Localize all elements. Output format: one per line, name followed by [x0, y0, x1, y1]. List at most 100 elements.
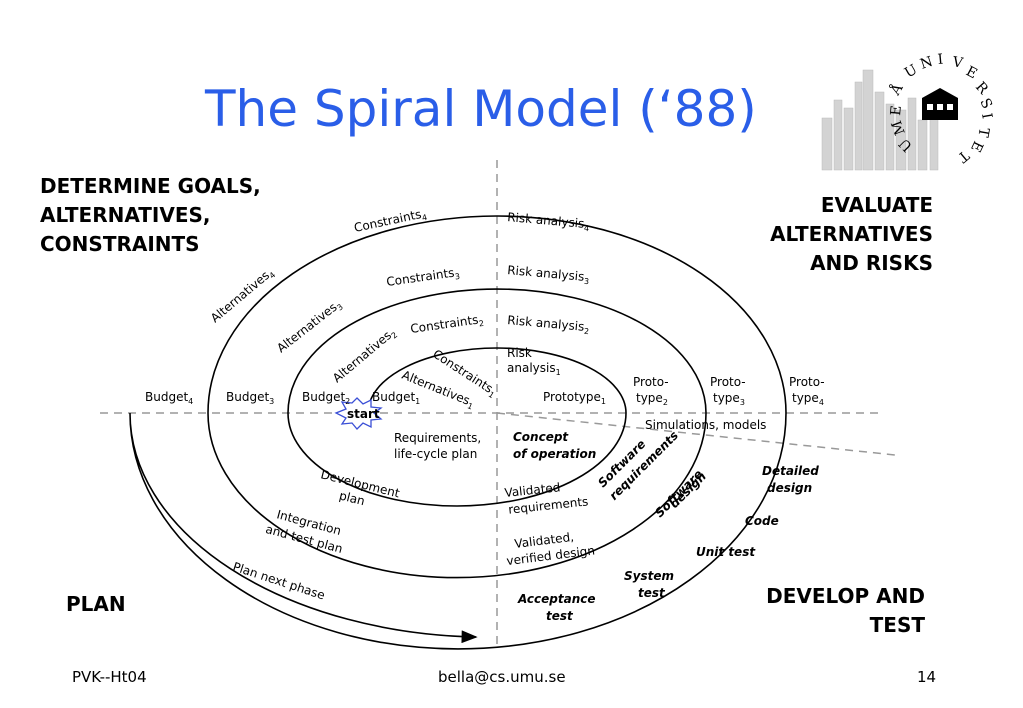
university-logo: U N I V E R S I T E T Å E M U — [821, 52, 995, 171]
constraints-text: Constraints — [409, 313, 479, 336]
logo-letter: T — [974, 126, 991, 139]
logo-letter: N — [918, 54, 935, 73]
text-line: life-cycle plan — [394, 447, 477, 461]
quadrant-line: CONSTRAINTS — [40, 232, 200, 256]
quadrant-line: TEST — [869, 613, 925, 637]
logo-letter: I — [978, 112, 995, 120]
text-line: Concept — [513, 430, 569, 444]
quadrant-line: ALTERNATIVES, — [40, 203, 211, 227]
risk-sub: 1 — [556, 368, 561, 377]
risk-sub: 4 — [584, 224, 590, 233]
budget-3: Budget3 — [226, 390, 274, 406]
risk-analysis-3: Risk analysis3 — [507, 263, 590, 286]
footer-course-code: PVK--Ht04 — [72, 668, 147, 686]
quadrant-line: AND RISKS — [810, 251, 933, 275]
quadrant-line: PLAN — [66, 592, 126, 616]
text-line: Detailed — [762, 464, 819, 478]
prototype-4: Proto- type4 — [789, 375, 825, 407]
constraints-sub: 3 — [454, 272, 460, 282]
text-line: test — [638, 586, 666, 600]
budget-1: Budget1 — [372, 390, 420, 406]
acceptance-test: Acceptance test — [517, 592, 596, 623]
footer-email: bella@cs.umu.se — [438, 668, 566, 686]
prototype-line1: Proto- — [789, 375, 825, 389]
prototype-line1: Proto- — [710, 375, 746, 389]
prototype-line1: Proto- — [633, 375, 669, 389]
prototype-text: Prototype — [543, 390, 601, 404]
budget-text: Budget — [302, 390, 345, 404]
city-skyline-icon — [821, 69, 939, 171]
validated-requirements: Validated requirements — [504, 480, 589, 516]
text-line: design — [767, 481, 812, 495]
logo-letter: I — [937, 52, 944, 68]
logo-letter: M — [889, 118, 909, 137]
text-line: Acceptance — [517, 592, 596, 606]
constraints-4: Constraints4 — [353, 207, 428, 235]
concept-of-operation: Concept of operation — [513, 430, 596, 461]
risk-text: Risk analysis — [507, 210, 585, 231]
text-line: plan — [338, 488, 367, 508]
prototype-3: Proto- type3 — [710, 375, 746, 407]
constraints-sub: 4 — [421, 213, 428, 223]
diagonal-axis — [496, 412, 896, 456]
alternatives-sub: 1 — [466, 401, 474, 411]
svg-text:type3: type3 — [713, 391, 745, 407]
budget-4: Budget4 — [145, 390, 193, 406]
svg-text:analysis1: analysis1 — [507, 361, 561, 377]
quadrant-label-evaluate: EVALUATE ALTERNATIVES AND RISKS — [770, 191, 933, 278]
constraints-sub: 1 — [487, 390, 496, 400]
prototype-sub: 1 — [601, 397, 606, 406]
budget-sub: 2 — [345, 397, 350, 406]
text-line: Validated — [504, 480, 561, 500]
text-line: test — [546, 609, 574, 623]
quadrant-label-determine-goals: DETERMINE GOALS, ALTERNATIVES, CONSTRAIN… — [40, 172, 261, 259]
svg-text:Risk analysis2: Risk analysis2 — [507, 313, 590, 336]
constraints-text: Constraints — [385, 266, 455, 289]
prototype-2: Proto- type2 — [633, 375, 669, 407]
prototype-sub: 4 — [819, 398, 824, 407]
text-line: Requirements, — [394, 431, 481, 445]
prototype-sub: 3 — [740, 398, 745, 407]
svg-text:Risk analysis3: Risk analysis3 — [507, 263, 590, 286]
detailed-design: Detailed design — [762, 464, 819, 495]
risk-analysis-4: Risk analysis4 — [507, 210, 590, 233]
page-title: The Spiral Model (‘88) — [205, 80, 757, 138]
integration-plan: Integration and test plan — [264, 507, 344, 556]
risk-analysis-2: Risk analysis2 — [507, 313, 590, 336]
logo-letter: E — [967, 138, 986, 154]
logo-letter: V — [950, 54, 965, 72]
start-burst: start — [334, 397, 383, 430]
constraints-sub: 2 — [478, 319, 484, 329]
risk-analysis-1: Risk analysis1 — [507, 346, 561, 377]
constraints-2: Constraints2 — [409, 313, 484, 336]
logo-letter: U — [902, 62, 920, 82]
logo-letter: S — [976, 96, 995, 111]
logo-letter: E — [963, 63, 980, 82]
svg-text:type4: type4 — [792, 391, 824, 407]
svg-text:Risk analysis4: Risk analysis4 — [507, 210, 590, 233]
svg-text:Alternatives3: Alternatives3 — [274, 297, 345, 357]
alternatives-text: Alternatives — [330, 328, 394, 385]
logo-letter: T — [954, 147, 972, 166]
budget-sub: 4 — [188, 397, 193, 406]
alternatives-sub: 4 — [268, 270, 278, 280]
alternatives-text: Alternatives — [274, 300, 339, 355]
logo-letter: E — [888, 105, 905, 117]
prototype-line2: type — [792, 391, 819, 405]
system-test: System test — [624, 569, 674, 600]
quadrant-label-plan: PLAN — [66, 590, 126, 619]
text-line: of operation — [513, 447, 596, 461]
risk-line2: analysis — [507, 361, 556, 375]
quadrant-label-develop: DEVELOP AND TEST — [766, 582, 925, 640]
svg-text:type2: type2 — [636, 391, 668, 407]
validated-design: Validated, verified design — [506, 530, 596, 568]
alternatives-3: Alternatives3 — [274, 297, 345, 357]
development-plan: Development plan — [319, 467, 401, 508]
software-design: Software design — [652, 467, 709, 520]
building-icon — [922, 88, 958, 120]
budget-text: Budget — [372, 390, 415, 404]
budget-2: Budget2 — [302, 390, 350, 406]
quadrant-line: DETERMINE GOALS, — [40, 174, 261, 198]
prototype-line2: type — [636, 391, 663, 405]
